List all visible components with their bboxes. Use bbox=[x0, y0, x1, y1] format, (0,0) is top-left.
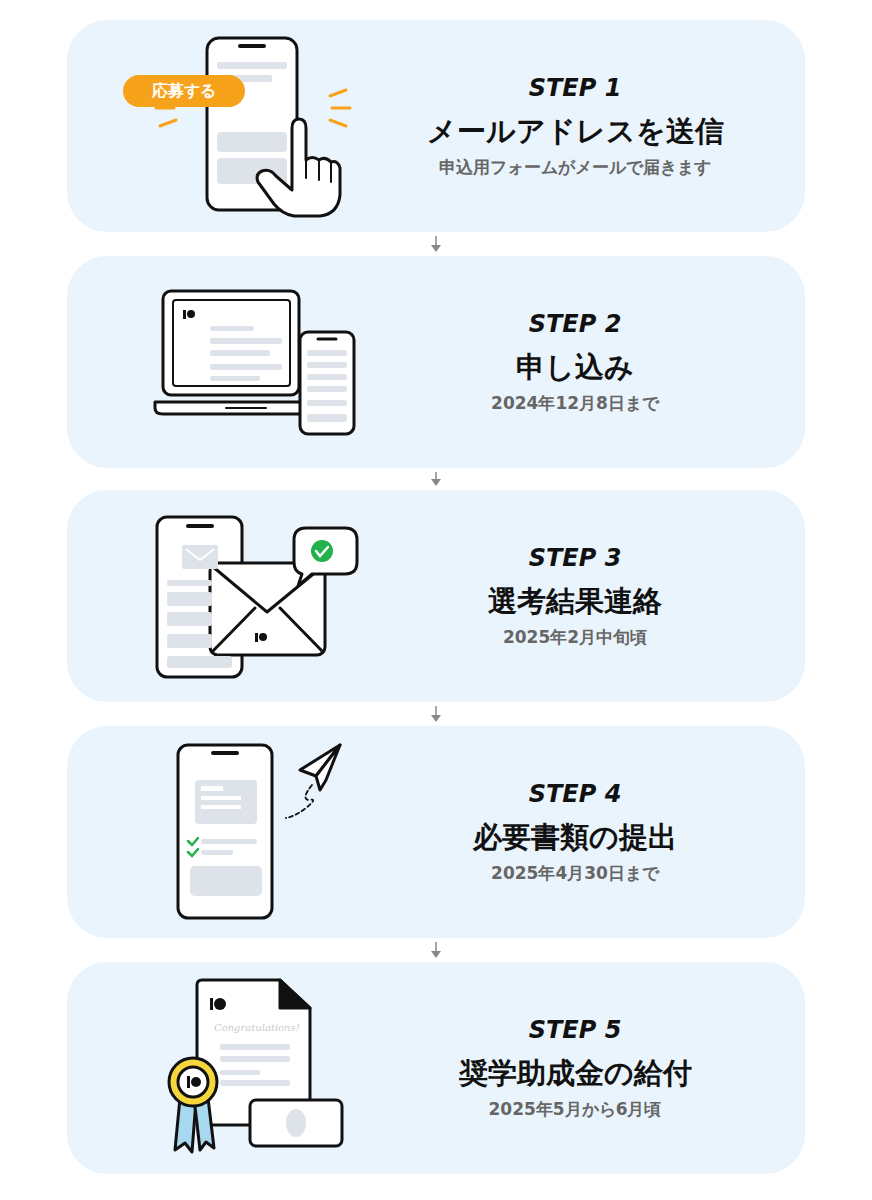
step-box: STEP 3 選考結果連絡 2025年2月中旬頃 bbox=[67, 490, 805, 702]
step-date: 2025年5月から6月頃 bbox=[489, 1097, 662, 1121]
step-box: STEP 5 奨学助成金の給付 2025年5月から6月頃 bbox=[67, 962, 805, 1174]
arrow-head bbox=[431, 245, 441, 252]
text-column: STEP 2 申し込み 2024年12月8日まで bbox=[387, 256, 763, 468]
step-date: 2025年2月中旬頃 bbox=[503, 625, 647, 649]
button-text: 応募する bbox=[152, 81, 216, 102]
apply-button: 応募する bbox=[123, 75, 245, 107]
step-box: STEP 2 申し込み 2024年12月8日まで bbox=[67, 256, 805, 468]
step-title: 奨学助成金の給付 bbox=[459, 1053, 692, 1093]
text-column: STEP 4 必要書類の提出 2025年4月30日まで bbox=[387, 726, 763, 938]
step-number: STEP 1 bbox=[529, 73, 622, 103]
flow-arrow bbox=[431, 706, 441, 722]
arrow-head bbox=[431, 951, 441, 958]
text-column: STEP 3 選考結果連絡 2025年2月中旬頃 bbox=[387, 490, 763, 702]
arrow-head bbox=[431, 479, 441, 486]
step-title: 申し込み bbox=[516, 347, 634, 387]
step-title: 必要書類の提出 bbox=[473, 817, 677, 857]
arrow-line bbox=[435, 236, 437, 246]
text-column: STEP 1 メールアドレスを送信申込用フォームがメールで届きます bbox=[387, 20, 763, 232]
arrow-line bbox=[435, 472, 437, 480]
step-box: STEP 1 メールアドレスを送信申込用フォームがメールで届きます 応募する bbox=[67, 20, 805, 232]
arrow-line bbox=[435, 706, 437, 716]
step-date: 2024年12月8日まで bbox=[491, 391, 659, 415]
step-date: 申込用フォームがメールで届きます bbox=[439, 155, 711, 179]
flow-arrow bbox=[431, 236, 441, 252]
step-box: STEP 4 必要書類の提出 2025年4月30日まで bbox=[67, 726, 805, 938]
text-column: STEP 5 奨学助成金の給付 2025年5月から6月頃 bbox=[387, 962, 763, 1174]
flow-arrow bbox=[431, 472, 441, 486]
certificate-text: Congratulations! bbox=[214, 1022, 300, 1033]
step-date: 2025年4月30日まで bbox=[491, 861, 659, 885]
step-number: STEP 2 bbox=[529, 309, 622, 339]
step-number: STEP 3 bbox=[529, 543, 622, 573]
arrow-line bbox=[435, 942, 437, 952]
step-number: STEP 5 bbox=[529, 1015, 622, 1045]
step-title: メールアドレスを送信 bbox=[427, 111, 724, 151]
step-title: 選考結果連絡 bbox=[488, 581, 662, 621]
arrow-head bbox=[431, 715, 441, 722]
step-number: STEP 4 bbox=[529, 779, 622, 809]
flow-arrow bbox=[431, 942, 441, 958]
